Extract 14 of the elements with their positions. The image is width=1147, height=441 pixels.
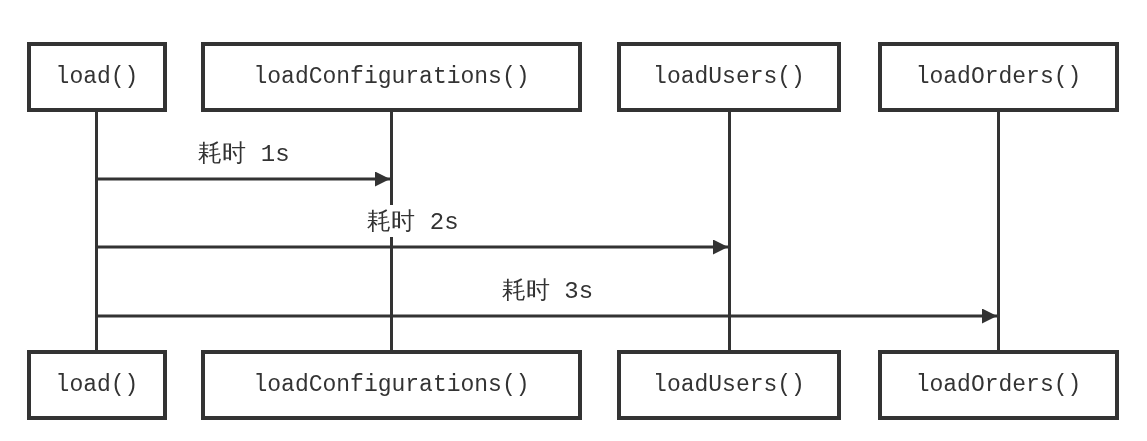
participant-box: loadOrders()	[878, 42, 1119, 112]
participant-box: load()	[27, 350, 167, 420]
message-arrow	[98, 308, 997, 324]
participant-box: loadOrders()	[878, 350, 1119, 420]
participant-box: loadUsers()	[617, 42, 841, 112]
participant-box: load()	[27, 42, 167, 112]
lifeline	[728, 112, 731, 350]
message-arrow	[98, 239, 728, 255]
participant-box: loadUsers()	[617, 350, 841, 420]
lifeline	[95, 112, 98, 350]
participant-box: loadConfigurations()	[201, 42, 582, 112]
lifeline	[997, 112, 1000, 350]
message-arrow	[98, 171, 390, 187]
participant-box: loadConfigurations()	[201, 350, 582, 420]
